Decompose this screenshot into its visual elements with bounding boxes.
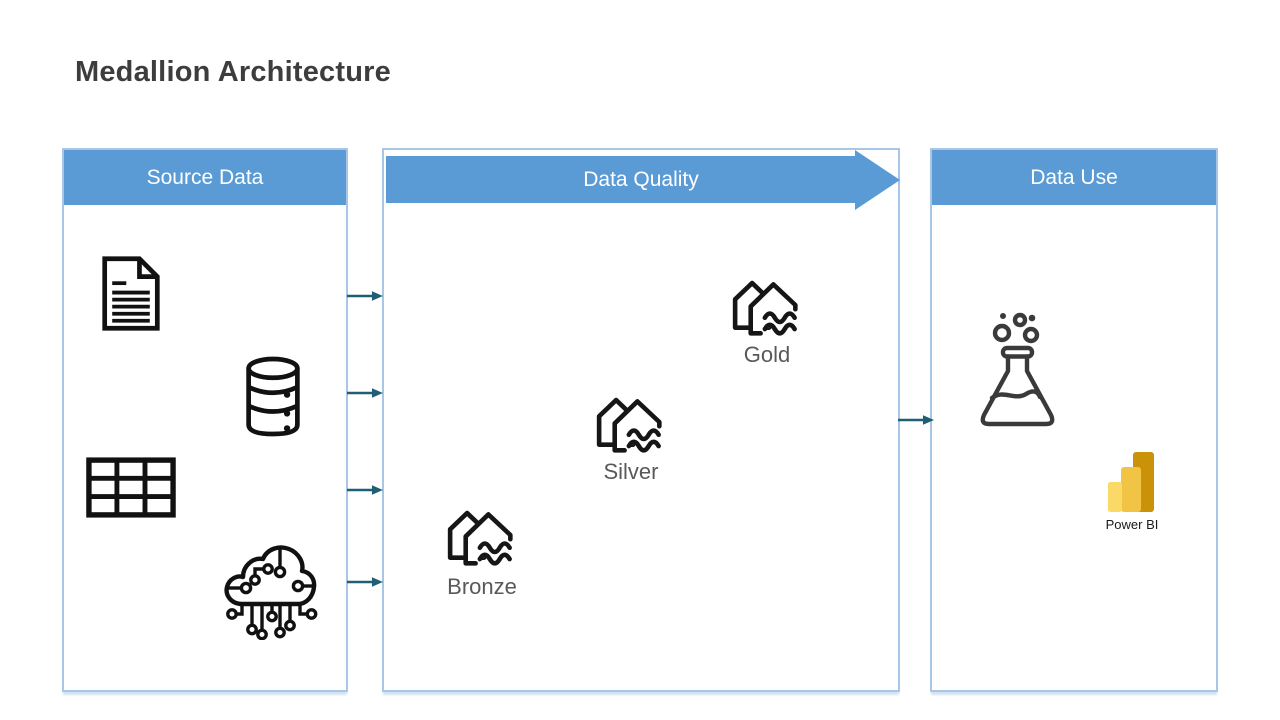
panel-source-header: Source Data — [64, 150, 346, 205]
layer-label-gold: Gold — [743, 342, 791, 367]
powerbi-label: Power BI — [1105, 517, 1159, 532]
connector-arrow-4 — [347, 577, 383, 587]
cloud-network-icon — [224, 545, 318, 640]
lakehouse-icon-silver — [596, 397, 662, 453]
connector-arrow-2 — [347, 388, 383, 398]
connector-arrow-1 — [347, 291, 383, 301]
layer-label-bronze: Bronze — [447, 574, 517, 599]
quality-header-arrow-head — [855, 150, 900, 210]
page-title: Medallion Architecture — [75, 56, 391, 88]
quality-header-arrow-body — [386, 156, 855, 203]
panel-use-header: Data Use — [932, 150, 1216, 205]
lakehouse-icon-bronze — [447, 510, 513, 566]
layer-label-silver: Silver — [603, 459, 659, 484]
document-icon — [102, 256, 160, 331]
database-icon — [246, 356, 300, 437]
panel-data-use: Data Use — [930, 148, 1218, 692]
connector-arrow-3 — [347, 485, 383, 495]
table-icon — [86, 457, 176, 518]
flask-icon — [980, 312, 1055, 427]
panel-use-title: Data Use — [1030, 165, 1118, 189]
panel-source-data: Source Data — [62, 148, 348, 692]
powerbi-logo — [1108, 452, 1154, 512]
lakehouse-icon-gold — [732, 280, 798, 336]
connector-arrow-5 — [898, 415, 934, 425]
panel-source-title: Source Data — [146, 165, 264, 189]
panel-quality-title: Data Quality — [583, 167, 699, 191]
